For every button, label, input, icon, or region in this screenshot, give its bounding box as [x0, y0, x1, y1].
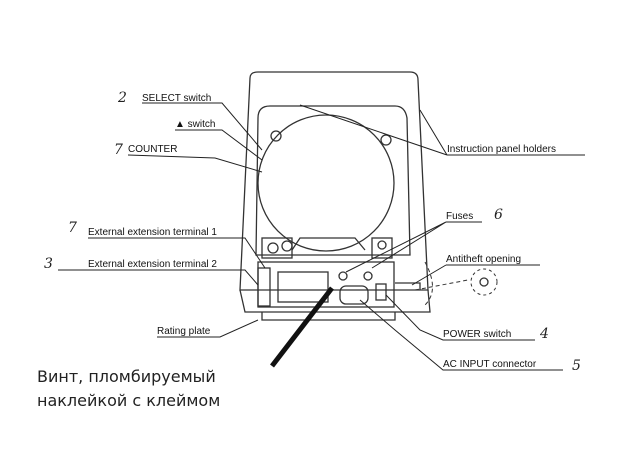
- number-ac: 5: [572, 358, 581, 374]
- label-antitheft-opening: Antitheft opening: [446, 254, 521, 265]
- number-select: 2: [117, 90, 127, 106]
- number-power: 4: [539, 326, 549, 342]
- label-rating-plate: Rating plate: [157, 326, 211, 337]
- label-select-switch: SELECT switch: [142, 93, 211, 104]
- number-counter: 7: [114, 142, 123, 158]
- annotation-line-2: наклейкой с клеймом: [37, 391, 220, 410]
- annotation-line-1: Винт, пломбируемый: [37, 367, 216, 386]
- label-power-switch: POWER switch: [443, 329, 511, 340]
- device-body: [239, 71, 498, 321]
- label-instruction-panel-holders: Instruction panel holders: [447, 144, 556, 155]
- leader-lines: [58, 102, 585, 371]
- label-counter: COUNTER: [128, 144, 177, 155]
- label-ext-terminal-2: External extension terminal 2: [88, 259, 217, 270]
- label-ext-terminal-1: External extension terminal 1: [88, 227, 217, 238]
- number-fuses: 6: [494, 207, 503, 223]
- sealed-screw-pointer: [270, 286, 334, 368]
- number-ext2: 3: [44, 256, 53, 272]
- number-ext1: 7: [68, 220, 77, 236]
- label-up-switch: ▲ switch: [175, 119, 215, 130]
- label-fuses: Fuses: [446, 211, 473, 222]
- label-ac-input: AC INPUT connector: [443, 359, 537, 370]
